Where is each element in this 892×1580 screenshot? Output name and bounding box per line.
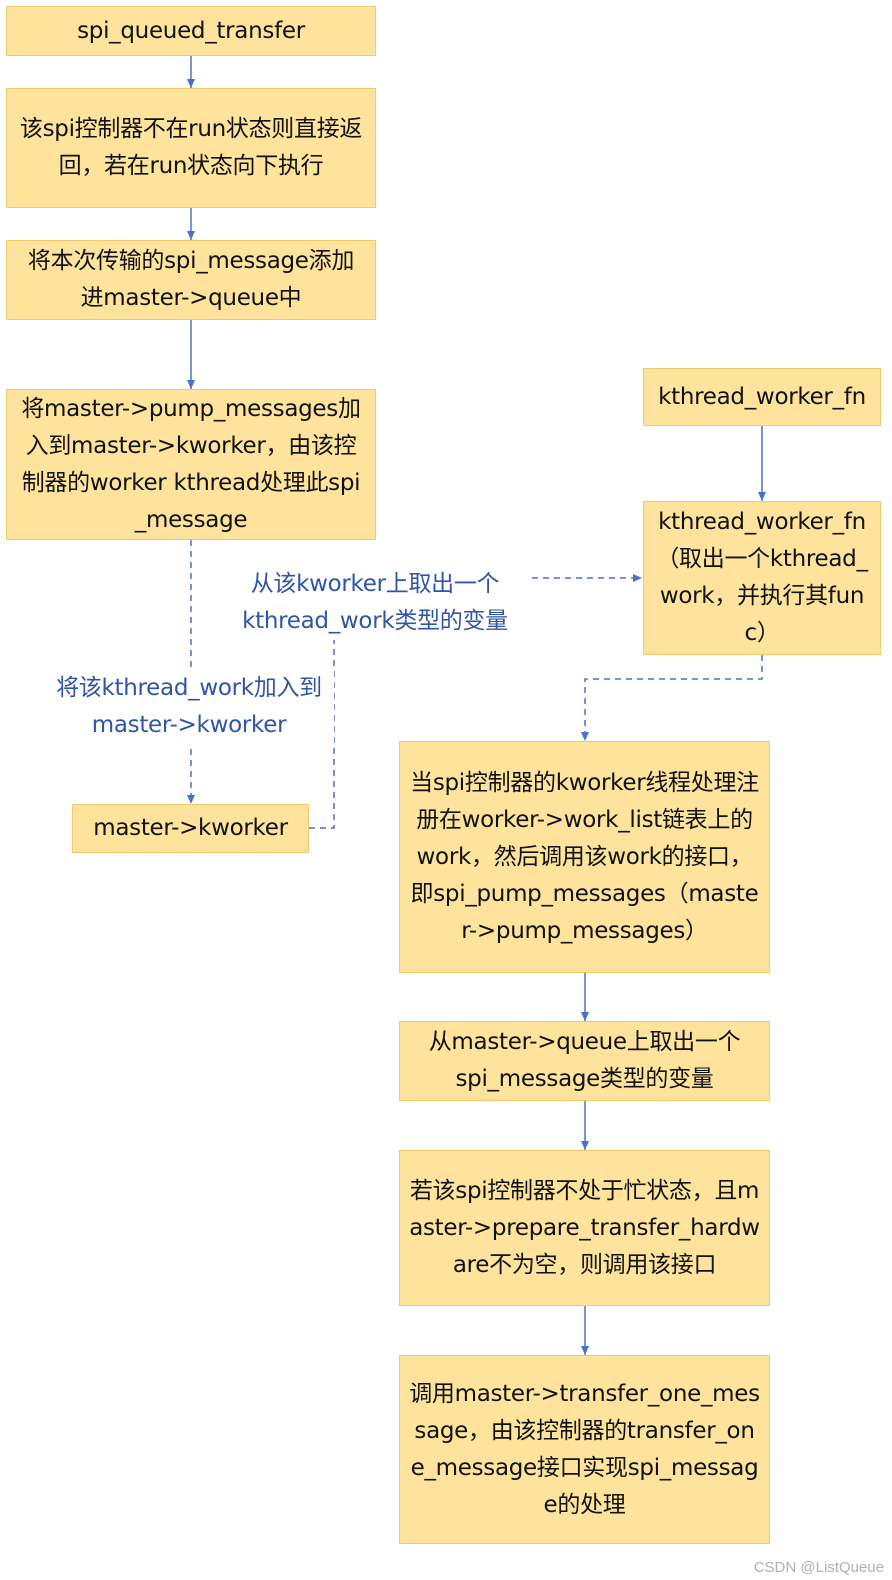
kthread-worker-fn-box: kthread_worker_fn（取出一个kthread_work，并执行其f… <box>643 501 881 655</box>
add-to-queue-box: 将本次传输的spi_message添加进master->queue中 <box>6 240 376 320</box>
add-to-kworker-label: 将该kthread_work加入到master->kworker <box>44 670 334 744</box>
check-run-state-box: 该spi控制器不在run状态则直接返回，若在run状态向下执行 <box>6 88 376 208</box>
kthread-worker-fn-top-box: kthread_worker_fn <box>643 368 881 426</box>
dashed-arrow-fn-to-pump <box>581 655 763 741</box>
transfer-one-message-box: 调用master->transfer_one_message，由该控制器的tra… <box>399 1355 770 1544</box>
take-from-kworker-label: 从该kworker上取出一个kthread_work类型的变量 <box>222 566 528 640</box>
spi-queued-transfer-box: spi_queued_transfer <box>6 6 376 56</box>
pump-messages-box: 当spi控制器的kworker线程处理注册在worker->work_list链… <box>399 741 770 973</box>
master-kworker-box: master->kworker <box>72 804 309 853</box>
add-to-kworker-box: 将master->pump_messages加入到master->kworker… <box>6 389 376 540</box>
take-message-box: 从master->queue上取出一个spi_message类型的变量 <box>399 1021 770 1101</box>
prepare-hardware-box: 若该spi控制器不处于忙状态，且master->prepare_transfer… <box>399 1150 770 1306</box>
watermark: CSDN @ListQueue <box>753 1559 884 1576</box>
